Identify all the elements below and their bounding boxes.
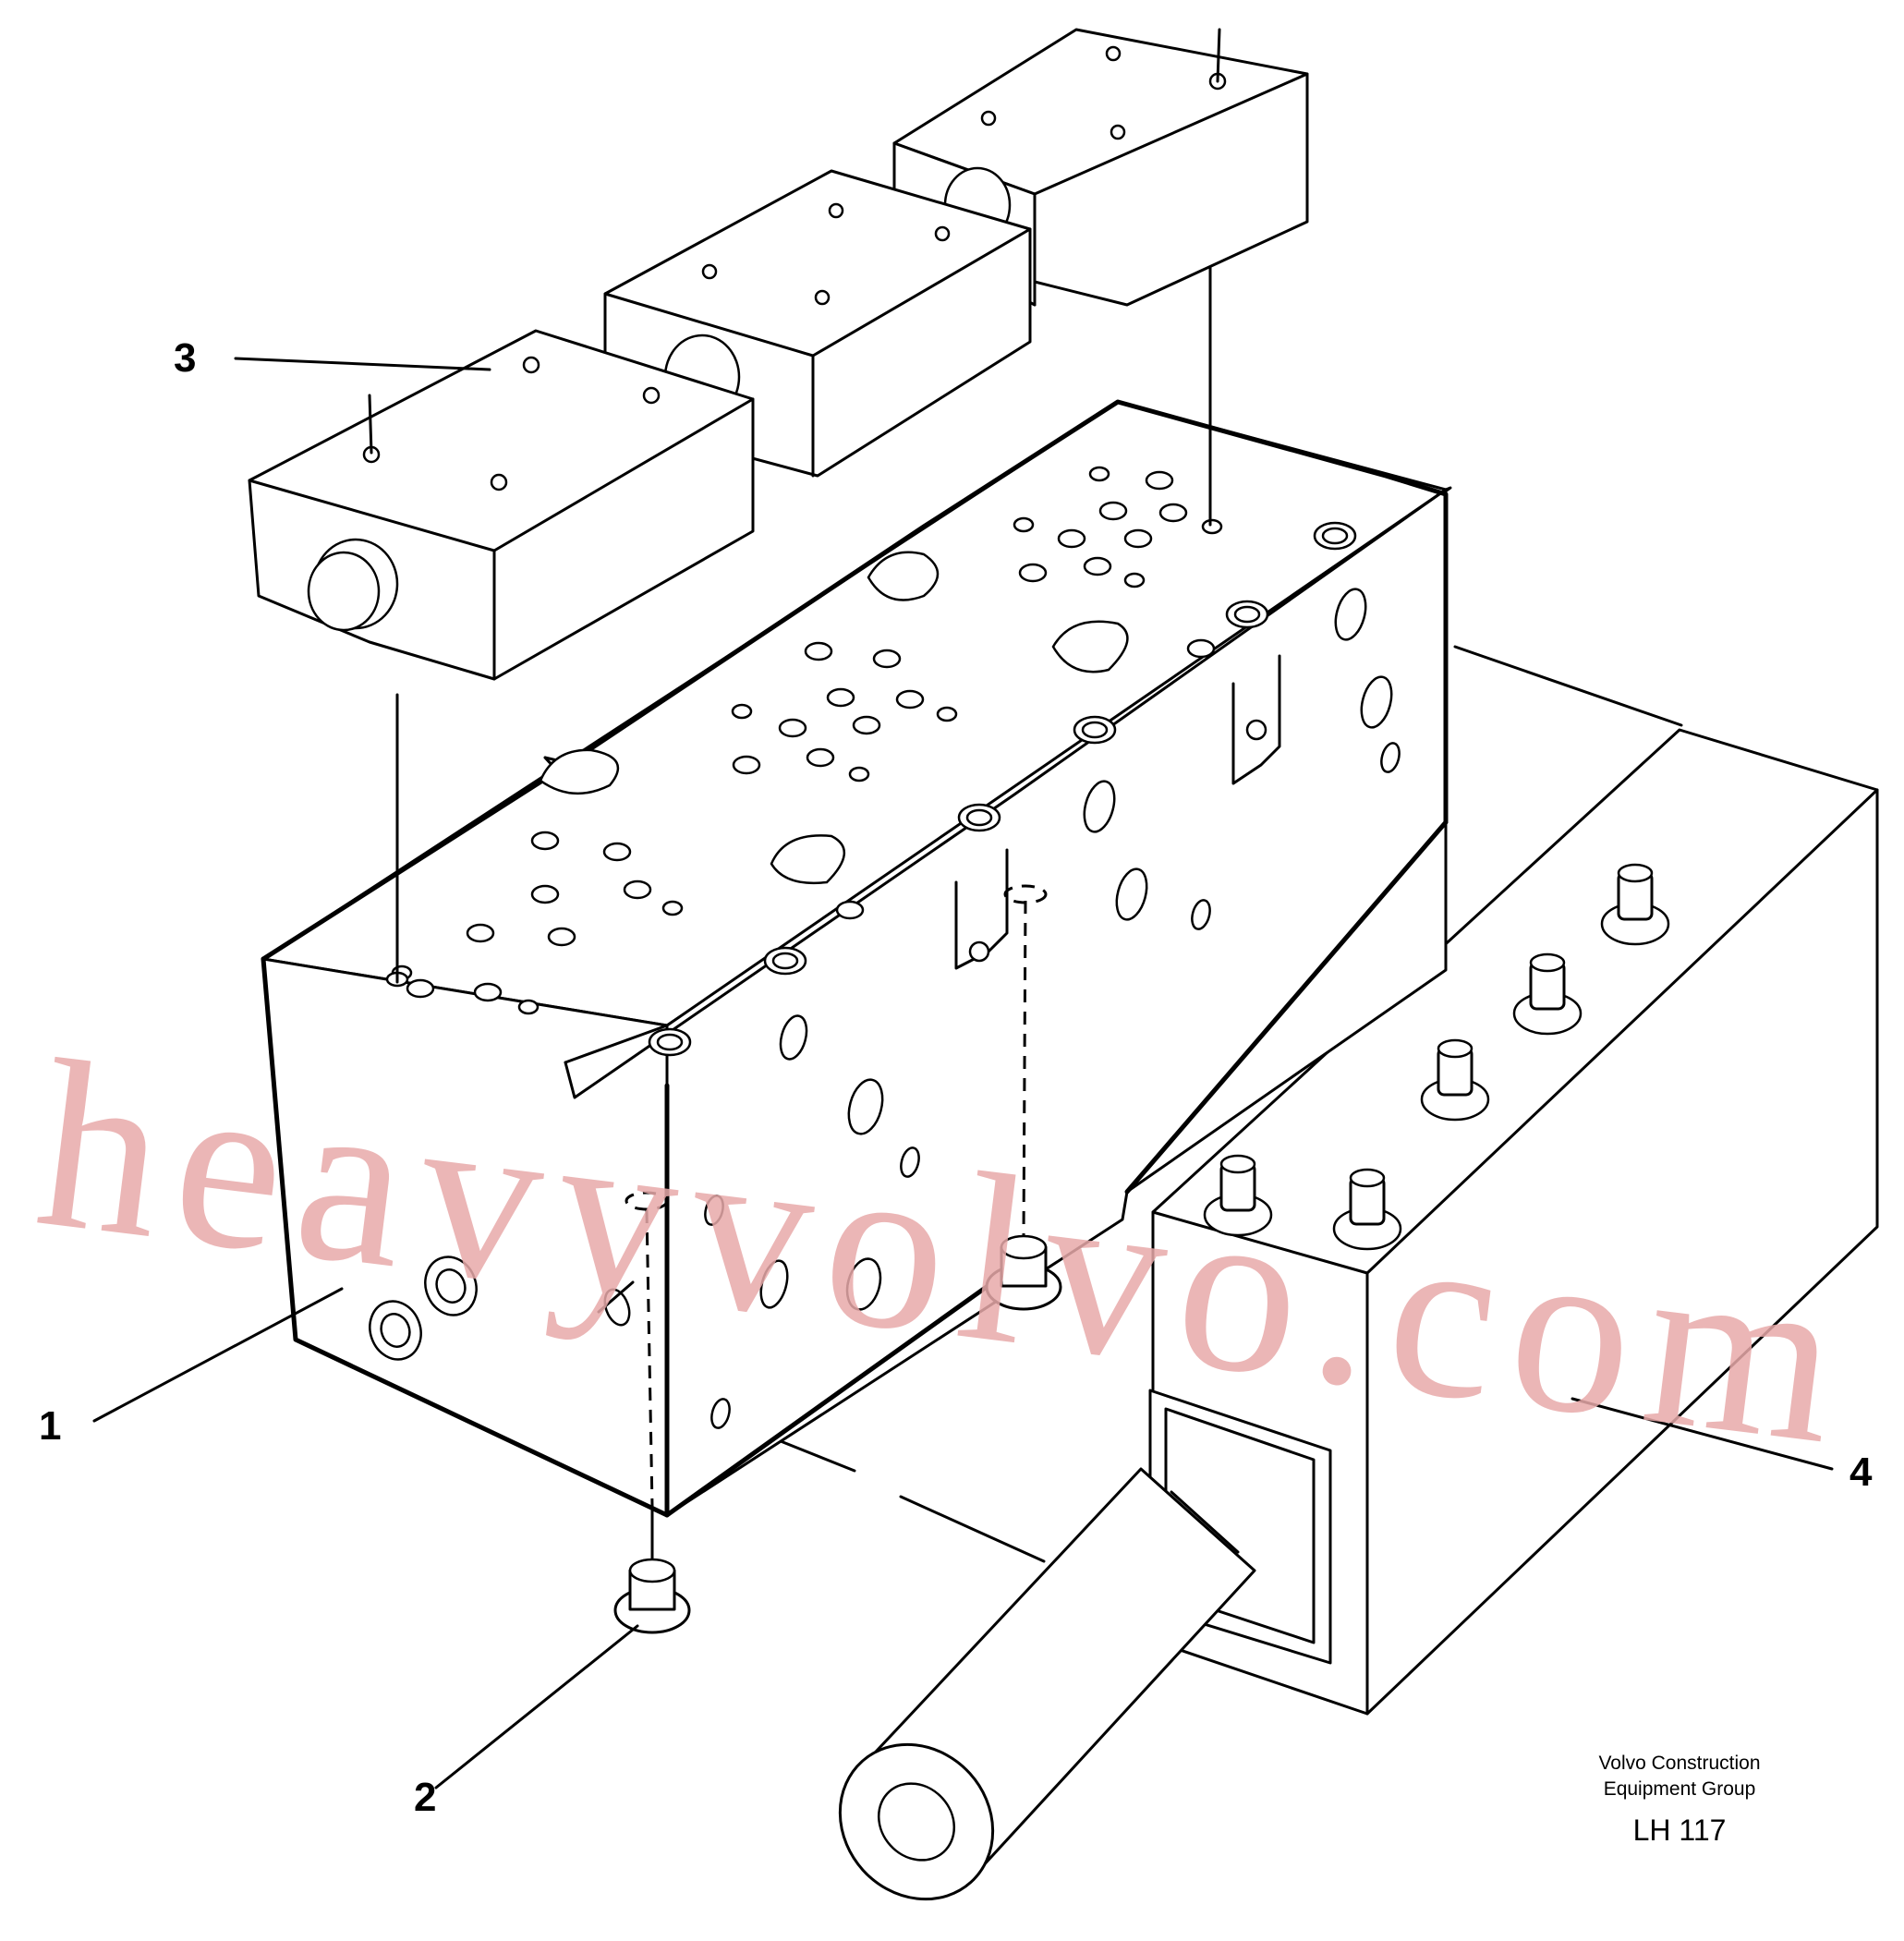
leader-line-2 xyxy=(434,1624,639,1789)
callout-3: 3 xyxy=(174,335,196,381)
stud-fitting xyxy=(1203,1154,1273,1237)
caption-line-1: Volvo Construction xyxy=(1598,1753,1760,1774)
leader-line-3 xyxy=(234,357,491,371)
leader-line-4 xyxy=(1570,1397,1834,1471)
stud-fitting xyxy=(1512,952,1583,1036)
leader-line-1 xyxy=(92,1287,344,1423)
callout-1: 1 xyxy=(39,1403,61,1449)
callout-4: 4 xyxy=(1849,1450,1873,1495)
front-ports xyxy=(369,1256,635,1361)
threaded-ports-ridge xyxy=(648,521,1357,1057)
stud-fitting xyxy=(1332,1168,1402,1251)
side-ports xyxy=(704,588,1401,1429)
callout-2: 2 xyxy=(414,1775,436,1820)
stud-fitting xyxy=(1420,1038,1490,1122)
port-holes-top xyxy=(385,466,1223,1015)
bushing xyxy=(985,1234,1062,1311)
caption-line-2: Equipment Group xyxy=(1604,1778,1756,1800)
valve-block xyxy=(261,238,1452,1563)
stud-fitting xyxy=(1600,863,1670,946)
actuator-block xyxy=(779,645,1879,1901)
drawing-code: LH 117 xyxy=(1633,1814,1727,1847)
pilot-valve-front xyxy=(248,329,755,681)
bushing xyxy=(613,1558,691,1634)
